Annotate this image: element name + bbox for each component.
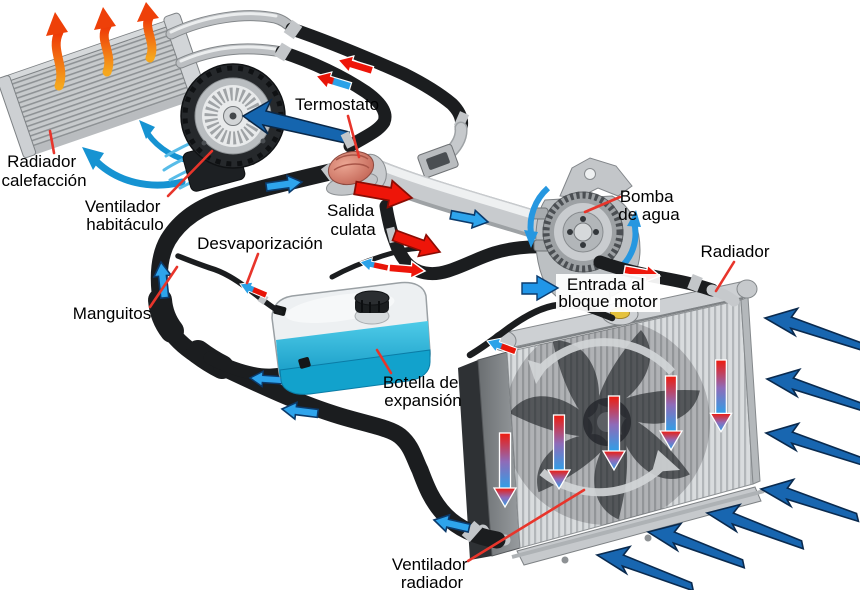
label-desvaporizacion: Desvaporización [197,234,323,253]
engine-flange [417,121,468,179]
cabin-blower-fan [180,63,286,192]
label-ventilador-radiador: Ventilador radiador [392,555,472,590]
heat-rise-arrow-icons [46,2,159,91]
label-entrada-bloque: Entrada al bloque motor [558,275,658,311]
pointer-radiador-calefaccion [48,129,56,155]
hose-pump-to-radiator [593,255,740,307]
hot-hose-to-pump [379,199,555,281]
radiator [458,279,765,566]
pointer-botella-expansion [375,348,393,375]
label-bomba-agua: Bomba de agua [618,187,680,224]
pointer-manguitos [148,265,179,309]
expansion-bottle [271,281,431,395]
hose-coupler [148,288,184,343]
label-manguitos: Manguitos [73,304,151,323]
label-botella-expansion: Botella de expansión [383,373,463,410]
pointer-desvaporizacion [245,252,260,285]
pointer-lines [48,114,736,563]
heater-hoses-top [274,19,470,153]
pointer-bomba-agua [583,195,622,214]
label-salida-culata: Salida culata [327,201,379,239]
block-inlet-arrow-icon [521,274,560,302]
label-ventilador-habitaculo: Ventilador habitáculo [85,197,165,234]
pointer-radiador [714,260,736,293]
pointer-ventilador-habitaculo [166,149,214,198]
heater-metal-pipes [165,10,298,69]
main-hoses [148,163,506,549]
entrada-label-box [556,274,660,312]
labels: Radiador calefacción Ventilador habitácu… [1,95,769,590]
pointer-termostato [346,114,361,159]
label-termostato: Termostato [295,95,379,114]
pointer-ventilador-radiador [466,488,586,563]
label-radiador-calefaccion: Radiador calefacción [1,152,86,190]
label-radiador: Radiador [701,242,770,261]
